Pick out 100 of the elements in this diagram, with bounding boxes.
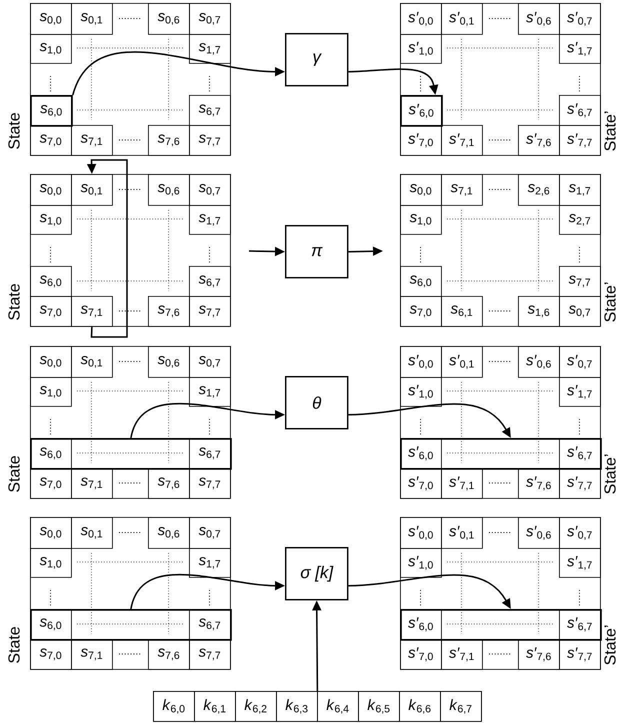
state-cell: s$_{7,0}$ bbox=[30, 296, 72, 327]
row-highlight bbox=[30, 438, 232, 470]
state-cell: s′$_{7,0}$ bbox=[400, 639, 442, 670]
state-cell: s$_{1,0}$ bbox=[400, 205, 442, 235]
state-cell: s$_{0,0}$ bbox=[30, 346, 72, 378]
state-cell: s′$_{6,0}$ bbox=[400, 438, 442, 469]
key-cell: k$_{6,7}$ bbox=[440, 691, 482, 722]
row-highlight bbox=[30, 609, 232, 641]
state-cell: s$_{0,1}$ bbox=[71, 174, 113, 206]
state-cell: s′$_{7,7}$ bbox=[559, 468, 601, 499]
state-cell: s$_{6,7}$ bbox=[189, 438, 231, 469]
operation-box: σ [k] bbox=[285, 547, 348, 600]
state-grid bbox=[30, 174, 231, 327]
state-grid bbox=[400, 174, 601, 327]
state-cell: s$_{0,6}$ bbox=[148, 346, 190, 378]
state-cell: s$_{1,6}$ bbox=[518, 296, 560, 327]
state-cell: s$_{6,0}$ bbox=[30, 95, 73, 127]
state-grid bbox=[30, 3, 231, 156]
state-cell: s$_{6,1}$ bbox=[441, 296, 483, 327]
state-cell: s$_{0,7}$ bbox=[189, 3, 231, 35]
state-cell: s$_{7,6}$ bbox=[148, 125, 190, 156]
state-cell: s′$_{0,1}$ bbox=[441, 346, 483, 378]
state-cell: s$_{7,6}$ bbox=[148, 468, 190, 499]
state-cell: s$_{1,7}$ bbox=[189, 205, 231, 235]
row-highlight bbox=[400, 609, 602, 641]
state-cell: s$_{6,7}$ bbox=[189, 266, 231, 297]
state-cell: s$_{7,6}$ bbox=[148, 296, 190, 327]
state-cell: s′$_{1,0}$ bbox=[400, 34, 442, 64]
state-cell: s$_{7,7}$ bbox=[189, 125, 231, 156]
state-label: State bbox=[8, 113, 20, 149]
state-cell: s′$_{6,7}$ bbox=[559, 95, 601, 126]
state-cell: s$_{1,7}$ bbox=[189, 377, 231, 407]
state-cell: s$_{1,0}$ bbox=[30, 205, 72, 235]
row-highlight bbox=[400, 438, 602, 470]
state-cell: s$_{7,1}$ bbox=[71, 296, 113, 327]
state-cell: s$_{7,1}$ bbox=[71, 468, 113, 499]
state-cell: s$_{0,7}$ bbox=[189, 346, 231, 378]
state-cell: s′$_{0,7}$ bbox=[559, 346, 601, 378]
state-cell: s′$_{7,0}$ bbox=[400, 125, 442, 156]
state-cell: s$_{6,7}$ bbox=[189, 609, 231, 640]
state-cell: s$_{1,7}$ bbox=[559, 174, 601, 206]
state-cell: s$_{7,6}$ bbox=[148, 639, 190, 670]
state-cell: s′$_{6,7}$ bbox=[559, 609, 601, 640]
state-cell: s′$_{6,0}$ bbox=[400, 609, 442, 640]
state-cell: s$_{1,0}$ bbox=[30, 377, 72, 407]
state-cell: s′$_{0,6}$ bbox=[518, 346, 560, 378]
state-cell: s$_{6,0}$ bbox=[30, 438, 72, 469]
state-label: State’ bbox=[604, 454, 616, 494]
state-cell: s$_{7,1}$ bbox=[441, 174, 483, 206]
state-cell: s$_{7,1}$ bbox=[71, 639, 113, 670]
state-cell: s$_{6,7}$ bbox=[189, 95, 231, 126]
state-cell: s$_{7,1}$ bbox=[71, 125, 113, 156]
state-cell: s′$_{7,6}$ bbox=[518, 639, 560, 670]
state-cell: s$_{0,0}$ bbox=[30, 517, 72, 549]
state-cell: s$_{7,7}$ bbox=[559, 266, 601, 297]
state-cell: s$_{2,7}$ bbox=[559, 205, 601, 235]
key-cell: k$_{6,5}$ bbox=[358, 691, 400, 722]
state-cell: s′$_{0,6}$ bbox=[518, 517, 560, 549]
state-cell: s′$_{0,1}$ bbox=[441, 3, 483, 35]
state-cell: s′$_{0,0}$ bbox=[400, 517, 442, 549]
state-cell: s$_{7,0}$ bbox=[30, 125, 72, 156]
state-cell: s$_{0,0}$ bbox=[30, 3, 72, 35]
state-label: State’ bbox=[604, 112, 616, 151]
state-cell: s′$_{0,7}$ bbox=[559, 3, 601, 35]
state-cell: s′$_{0,6}$ bbox=[518, 3, 560, 35]
operation-box: γ bbox=[285, 33, 348, 86]
state-label: State bbox=[8, 627, 20, 663]
state-cell: s′$_{1,0}$ bbox=[400, 377, 442, 407]
state-grid bbox=[30, 517, 231, 670]
state-cell: s$_{1,0}$ bbox=[30, 34, 72, 64]
state-cell: s′$_{0,0}$ bbox=[400, 346, 442, 378]
key-cell: k$_{6,3}$ bbox=[276, 691, 318, 722]
state-cell: s$_{6,0}$ bbox=[30, 266, 72, 297]
state-cell: s$_{7,7}$ bbox=[189, 296, 231, 327]
state-grid bbox=[400, 517, 601, 670]
state-cell: s$_{1,7}$ bbox=[189, 34, 231, 64]
state-grid bbox=[400, 346, 601, 499]
state-cell: s′$_{6,0}$ bbox=[400, 95, 443, 127]
state-cell: s′$_{7,7}$ bbox=[559, 639, 601, 670]
state-cell: s$_{7,7}$ bbox=[189, 639, 231, 670]
state-cell: s′$_{7,1}$ bbox=[441, 125, 483, 156]
state-cell: s′$_{0,1}$ bbox=[441, 517, 483, 549]
state-cell: s′$_{1,7}$ bbox=[559, 34, 601, 64]
state-cell: s$_{7,0}$ bbox=[30, 639, 72, 670]
state-grid bbox=[400, 3, 601, 156]
state-cell: s$_{0,7}$ bbox=[189, 517, 231, 549]
state-cell: s′$_{7,6}$ bbox=[518, 125, 560, 156]
state-cell: s$_{0,0}$ bbox=[400, 174, 442, 206]
state-cell: s′$_{0,7}$ bbox=[559, 517, 601, 549]
state-cell: s′$_{7,1}$ bbox=[441, 468, 483, 499]
state-cell: s′$_{1,7}$ bbox=[559, 377, 601, 407]
state-grid bbox=[30, 346, 231, 499]
state-cell: s$_{6,0}$ bbox=[30, 609, 72, 640]
state-cell: s$_{1,0}$ bbox=[30, 548, 72, 578]
key-cell: k$_{6,2}$ bbox=[235, 691, 277, 722]
state-cell: s$_{1,7}$ bbox=[189, 548, 231, 578]
key-cell: k$_{6,0}$ bbox=[153, 691, 195, 722]
state-cell: s$_{7,7}$ bbox=[189, 468, 231, 499]
state-cell: s$_{0,6}$ bbox=[148, 174, 190, 206]
state-cell: s$_{0,1}$ bbox=[71, 346, 113, 378]
